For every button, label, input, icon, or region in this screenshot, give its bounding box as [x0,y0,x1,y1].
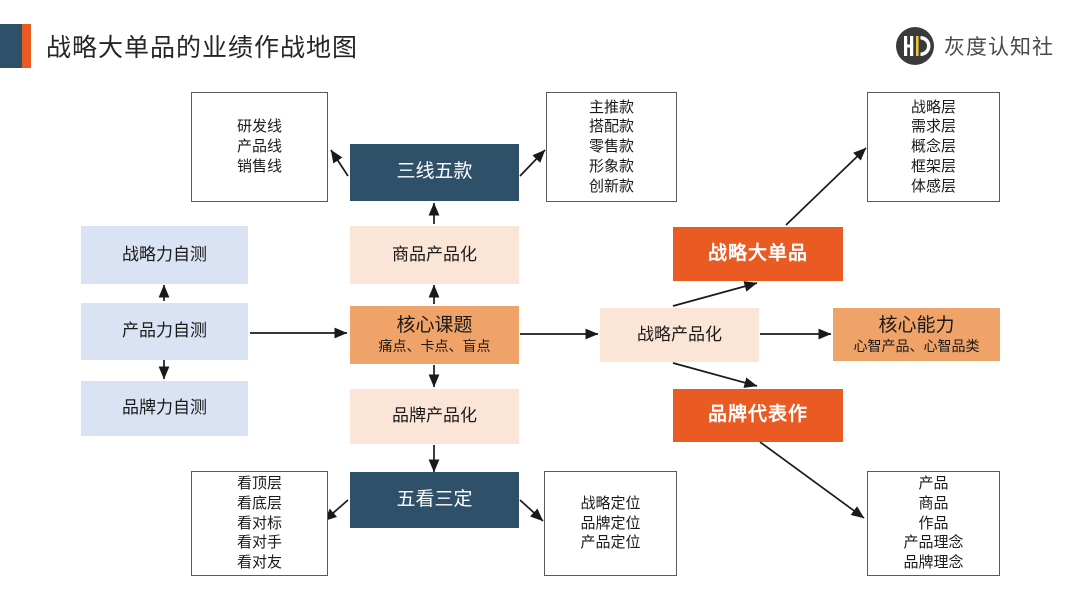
logo-text: 灰度认知社 [944,36,1054,59]
node-five-models[interactable]: 主推款搭配款零售款形象款创新款 [546,92,677,202]
title-accent-bar-orange [22,24,31,68]
node-strategy-productization[interactable]: 战略产品化 [600,308,759,362]
node-core-topic-label: 核心课题 [396,315,473,337]
node-strategic-hero-product[interactable]: 战略大单品 [673,227,843,281]
node-goods-productization-label: 商品产品化 [392,244,477,264]
node-three-positionings-label: 战略定位品牌定位产品定位 [580,494,641,552]
node-strategy-selftest[interactable]: 战略力自测 [81,226,248,284]
node-product-outputs-label: 产品商品作品产品理念品牌理念 [903,475,964,572]
node-brand-productization[interactable]: 品牌产品化 [350,389,519,444]
page-title: 战略大单品的业绩作战地图 [46,34,359,62]
logo-circle-icon [895,26,935,66]
node-five-looks-label: 看顶层看底层看对标看对手看对友 [236,475,282,572]
node-product-selftest[interactable]: 产品力自测 [81,303,248,360]
node-three-lines-five-models[interactable]: 三线五款 [350,144,519,201]
node-five-looks[interactable]: 看顶层看底层看对标看对手看对友 [191,471,328,576]
node-core-capability-sublabel: 心智产品、心智品类 [853,337,980,354]
node-product-outputs[interactable]: 产品商品作品产品理念品牌理念 [867,471,1000,576]
node-core-topic[interactable]: 核心课题 痛点、卡点、盲点 [350,306,519,364]
node-strategic-hero-product-label: 战略大单品 [707,242,808,264]
node-five-looks-three-fixes-label: 五看三定 [396,488,473,510]
node-strategy-productization-label: 战略产品化 [637,324,722,344]
node-strategy-selftest-label: 战略力自测 [122,244,207,264]
node-three-positionings[interactable]: 战略定位品牌定位产品定位 [544,471,677,576]
node-brand-selftest[interactable]: 品牌力自测 [81,381,248,436]
node-brand-masterpiece[interactable]: 品牌代表作 [673,389,843,442]
node-goods-productization[interactable]: 商品产品化 [350,226,519,284]
node-five-looks-three-fixes[interactable]: 五看三定 [350,472,519,528]
node-three-lines-five-models-label: 三线五款 [396,161,473,183]
node-brand-selftest-label: 品牌力自测 [122,398,207,418]
node-brand-masterpiece-label: 品牌代表作 [707,404,808,426]
node-brand-productization-label: 品牌产品化 [392,406,477,426]
node-core-capability-label: 核心能力 [878,314,955,336]
brand-logo: 灰度认知社 [895,24,1060,68]
node-core-topic-sublabel: 痛点、卡点、盲点 [378,338,491,355]
title-accent-bar-blue [0,24,22,68]
node-product-selftest-label: 产品力自测 [122,321,207,341]
node-five-layers[interactable]: 战略层需求层概念层框架层体感层 [867,92,1000,202]
node-rd-lines[interactable]: 研发线产品线销售线 [191,92,328,202]
node-five-layers-label: 战略层需求层概念层框架层体感层 [910,98,956,195]
node-five-models-label: 主推款搭配款零售款形象款创新款 [588,98,634,195]
node-core-capability[interactable]: 核心能力 心智产品、心智品类 [833,308,1000,361]
node-rd-lines-label: 研发线产品线销售线 [236,118,282,175]
